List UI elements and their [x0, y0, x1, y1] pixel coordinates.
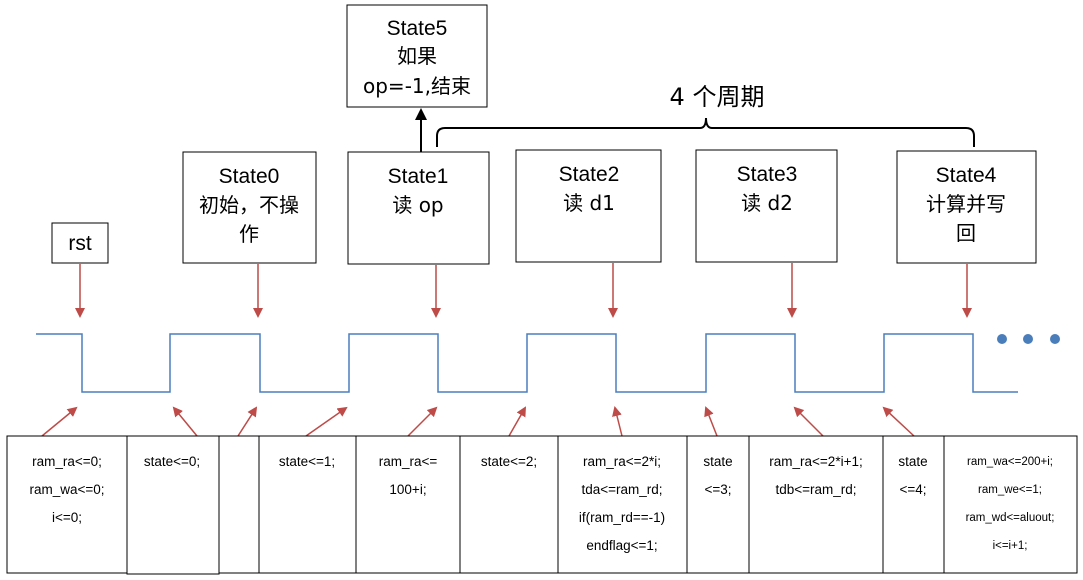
code-box-state2: state<=2;	[459, 435, 559, 574]
code-line: if(ram_rd==-1)	[579, 510, 665, 525]
code-line: <=4;	[899, 482, 926, 497]
continuation-dots	[997, 334, 1060, 344]
code-line: state<=0;	[144, 454, 200, 469]
state5-desc-line2: op=-1,结束	[363, 74, 471, 98]
state4-title: State4	[936, 164, 997, 187]
code-line: tdb<=ram_rd;	[775, 482, 856, 497]
dot-2	[1023, 334, 1033, 344]
state4-desc-line2: 回	[956, 221, 976, 245]
state0-desc-line2: 作	[239, 222, 259, 246]
state-box-state2: State2 读 d1	[515, 149, 662, 263]
code-state0-arrow	[172, 406, 198, 437]
code-box-read-d2: ram_ra<=2*i+1; tdb<=ram_rd;	[748, 435, 884, 574]
state-box-state4: State4 计算并写 回	[896, 150, 1037, 264]
code-read-op-arrow	[407, 406, 438, 437]
clock-waveform	[36, 333, 1018, 393]
code-box-empty	[218, 435, 260, 574]
code-state2-arrow	[508, 406, 526, 437]
code-box-state1: state<=1;	[258, 435, 357, 574]
four-cycle-brace	[436, 117, 975, 147]
dot-3	[1050, 334, 1060, 344]
code-box-state0: state<=0;	[126, 435, 220, 575]
code-box-read-op: ram_ra<= 100+i;	[355, 435, 461, 574]
state2-desc: 读 d1	[563, 191, 615, 215]
code-state3-arrow	[704, 406, 718, 437]
state-label-rst: rst	[68, 232, 91, 255]
code-empty-arrow	[237, 406, 258, 437]
state1-desc: 读 op	[392, 193, 443, 217]
code-box-reset: ram_ra<=0; ram_wa<=0; i<=0;	[6, 435, 128, 574]
code-line: i<=i+1;	[993, 540, 1028, 552]
code-box-writeback: ram_wa<=200+i; ram_we<=1; ram_wd<=aluout…	[943, 435, 1078, 574]
code-line: state	[703, 454, 732, 469]
code-state4-arrow	[882, 406, 915, 437]
code-line: ram_ra<=2*i;	[583, 454, 661, 469]
state3-title: State3	[737, 163, 798, 186]
code-line: state<=2;	[481, 454, 537, 469]
code-box-state4: state <=4;	[882, 435, 945, 574]
code-line: ram_ra<=2*i+1;	[769, 454, 862, 469]
code-read-d2-arrow	[793, 406, 824, 437]
state-box-state0: State0 初始，不操 作	[182, 151, 317, 264]
code-to-clock-arrows	[41, 406, 915, 437]
state3-desc: 读 d2	[741, 191, 793, 215]
code-state1-arrow	[305, 406, 348, 437]
code-line: i<=0;	[52, 510, 82, 525]
code-box-state3: state <=3;	[686, 435, 750, 574]
state5-desc-line1: 如果	[397, 44, 437, 68]
four-cycle-label: 4 个周期	[670, 83, 765, 111]
code-box-read-d1: ram_ra<=2*i; tda<=ram_rd; if(ram_rd==-1)…	[557, 435, 688, 574]
code-line: tda<=ram_rd;	[581, 482, 662, 497]
code-line: <=3;	[704, 482, 731, 497]
code-line: state<=1;	[279, 454, 335, 469]
code-read-d1-arrow	[612, 406, 623, 437]
state0-desc-line1: 初始，不操	[199, 193, 299, 217]
code-line: state	[898, 454, 927, 469]
code-line: 100+i;	[389, 482, 426, 497]
state4-desc-line1: 计算并写	[926, 192, 1006, 216]
state-box-state3: State3 读 d2	[695, 149, 838, 263]
code-line: ram_we<=1;	[978, 484, 1042, 496]
state-box-state1: State1 读 op	[347, 151, 490, 265]
code-reset-arrow	[41, 406, 78, 437]
dot-1	[997, 334, 1007, 344]
code-line: ram_ra<=0;	[32, 454, 102, 469]
state-to-clock-arrows	[75, 263, 972, 318]
code-line: ram_ra<=	[379, 454, 438, 469]
state0-title: State0	[219, 165, 280, 188]
state5-title: State5	[387, 17, 448, 40]
code-line: ram_wa<=200+i;	[967, 456, 1053, 468]
state1-title: State1	[388, 165, 449, 188]
state2-title: State2	[559, 163, 620, 186]
code-line: ram_wa<=0;	[29, 482, 104, 497]
code-line: ram_wd<=aluout;	[966, 512, 1055, 524]
state-box-state5: State5 如果 op=-1,结束	[346, 4, 488, 108]
code-line: endflag<=1;	[586, 538, 657, 553]
state-box-rst: rst	[51, 222, 109, 264]
